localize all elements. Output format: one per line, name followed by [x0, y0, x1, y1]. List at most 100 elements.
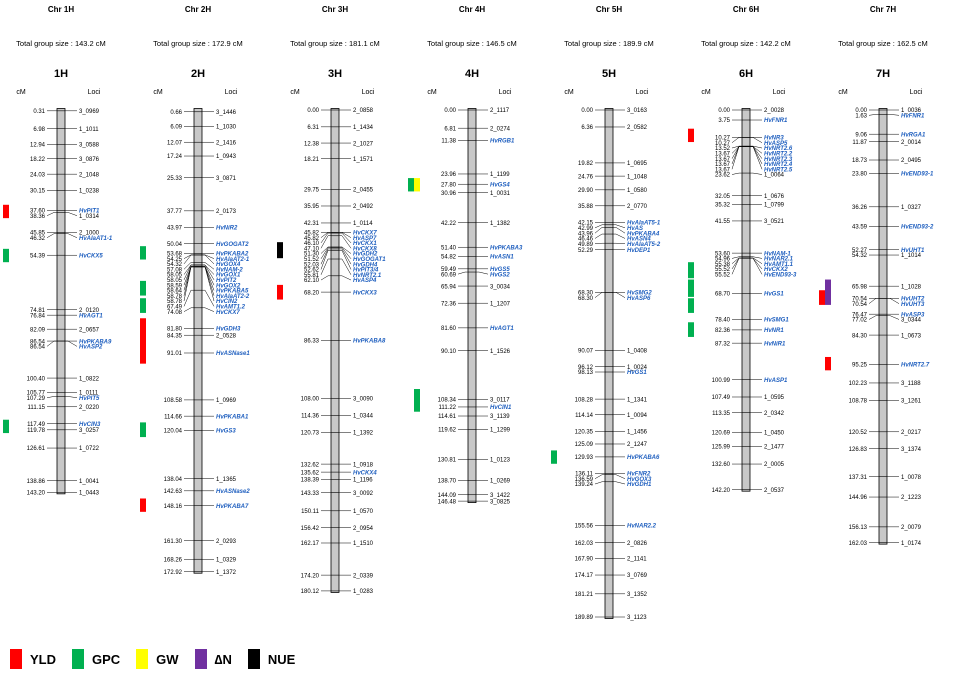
- qtl-bar-nue: [277, 242, 283, 259]
- marker-label: 1_0595: [764, 395, 785, 401]
- chromosome-title: Chr 6H: [733, 5, 759, 14]
- candidate-gene-label: HvGS5: [490, 267, 510, 273]
- candidate-gene-label: HvAlaAT2-1: [216, 257, 250, 263]
- marker-label: 1_0269: [490, 479, 511, 485]
- locus-position: 58.78: [167, 294, 183, 300]
- marker-label: 2_0537: [764, 488, 785, 494]
- locus-position: 29.75: [304, 188, 320, 194]
- locus-position: 107.49: [712, 395, 731, 401]
- locus-position: 82.09: [30, 327, 46, 333]
- candidate-gene-label: HvAGT1: [490, 326, 514, 332]
- candidate-gene-label: HvAlaAT5-1: [627, 221, 661, 227]
- marker-label: 1_1030: [216, 124, 237, 130]
- locus-position: 27.80: [441, 182, 457, 188]
- loci-column-header: Loci: [225, 89, 238, 96]
- locus-position: 120.35: [575, 430, 594, 436]
- candidate-gene-label: HvDEP1: [627, 248, 651, 254]
- locus-position: 46.10: [304, 241, 320, 247]
- marker-label: 2_0495: [901, 158, 922, 164]
- locus-connector-right: [202, 264, 215, 280]
- locus-position: 23.80: [852, 172, 868, 178]
- marker-label: 3_0969: [79, 109, 100, 115]
- locus-connector-right: [339, 232, 352, 238]
- loci-column-header: Loci: [362, 89, 375, 96]
- candidate-gene-label: HvPKABA4: [627, 231, 660, 237]
- locus-position: 156.42: [301, 526, 320, 532]
- candidate-gene-label: HvGOX3: [627, 477, 652, 483]
- loci-column-header: Loci: [636, 89, 649, 96]
- qtl-bar-yld: [819, 290, 825, 305]
- locus-connector-right: [887, 114, 900, 116]
- legend-swatch: [72, 649, 84, 669]
- locus-connector-left: [183, 262, 194, 270]
- total-group-size: Total group size : 162.5 cM: [838, 39, 928, 48]
- cm-column-header: cM: [564, 89, 574, 96]
- locus-connector-right: [613, 474, 626, 479]
- locus-position: 144.96: [849, 495, 868, 501]
- candidate-gene-label: HvCKX7: [216, 310, 240, 316]
- locus-position: 23.62: [715, 173, 731, 179]
- locus-position: 125.09: [575, 442, 594, 448]
- marker-label: 2_0826: [627, 541, 648, 547]
- locus-position: 11.87: [852, 140, 867, 146]
- marker-label: 2_0342: [764, 411, 785, 417]
- chromosome-bar: [741, 108, 751, 492]
- locus-position: 100.40: [27, 376, 46, 382]
- locus-position: 6.09: [170, 124, 182, 130]
- locus-position: 76.84: [30, 313, 46, 319]
- locus-position: 32.05: [715, 194, 731, 200]
- candidate-gene-label: HvSMG2: [627, 291, 652, 297]
- marker-label: 1_0036: [901, 108, 922, 114]
- candidate-gene-label: HvASP3: [901, 312, 925, 318]
- locus-position: 136.11: [575, 472, 594, 478]
- locus-position: 143.33: [301, 491, 320, 497]
- locus-position: 100.99: [712, 378, 731, 384]
- candidate-gene-label: HvEND93-2: [901, 225, 934, 231]
- candidate-gene-label: HvGOGAT1: [353, 257, 386, 263]
- locus-position: 81.60: [441, 326, 457, 332]
- locus-position: 45.85: [30, 231, 46, 237]
- locus-position: 1.63: [855, 114, 867, 120]
- legend-item-dn: ∆N: [194, 649, 232, 669]
- cm-column-header: cM: [153, 89, 163, 96]
- locus-position: 126.61: [27, 446, 46, 452]
- locus-position: 46.32: [30, 236, 46, 242]
- cm-column-header: cM: [16, 89, 26, 96]
- loci-column-header: Loci: [88, 89, 101, 96]
- marker-label: 2_1477: [764, 445, 785, 451]
- marker-label: 3_0588: [79, 143, 100, 149]
- candidate-gene-label: HvNR3: [764, 136, 784, 142]
- qtl-bar-yld: [140, 498, 146, 512]
- candidate-gene-label: HvPKABA3: [490, 245, 523, 251]
- locus-position: 174.17: [575, 573, 594, 579]
- legend-item-gpc: GPC: [72, 649, 120, 669]
- locus-position: 52.62: [304, 268, 320, 274]
- candidate-gene-label: HvCIN1: [490, 405, 512, 411]
- locus-connector-left: [731, 146, 742, 165]
- locus-position: 120.69: [712, 430, 731, 436]
- candidate-gene-label: HvNAM-1: [764, 251, 791, 257]
- locus-position: 84.30: [852, 333, 868, 339]
- locus-position: 54.82: [441, 255, 457, 261]
- marker-label: 1_0673: [901, 333, 922, 339]
- linkage-group-name: 2H: [191, 68, 205, 80]
- locus-connector-right: [65, 233, 78, 238]
- locus-connector-left: [320, 248, 331, 265]
- locus-connector-right: [750, 256, 763, 259]
- marker-label: 1_0570: [353, 509, 374, 515]
- locus-position: 65.94: [441, 284, 457, 290]
- marker-label: 2_0339: [353, 573, 374, 579]
- chromosome-bar: [878, 108, 888, 545]
- marker-label: 1_0329: [216, 557, 237, 563]
- marker-label: 1_0111: [79, 391, 99, 397]
- marker-label: 1_1510: [353, 541, 374, 547]
- locus-position: 189.89: [575, 615, 594, 621]
- marker-label: 2_0455: [353, 188, 374, 194]
- locus-position: 60.69: [441, 272, 457, 278]
- locus-position: 126.83: [849, 447, 868, 453]
- candidate-gene-label: HvUHT3: [901, 302, 925, 308]
- locus-position: 156.13: [849, 525, 868, 531]
